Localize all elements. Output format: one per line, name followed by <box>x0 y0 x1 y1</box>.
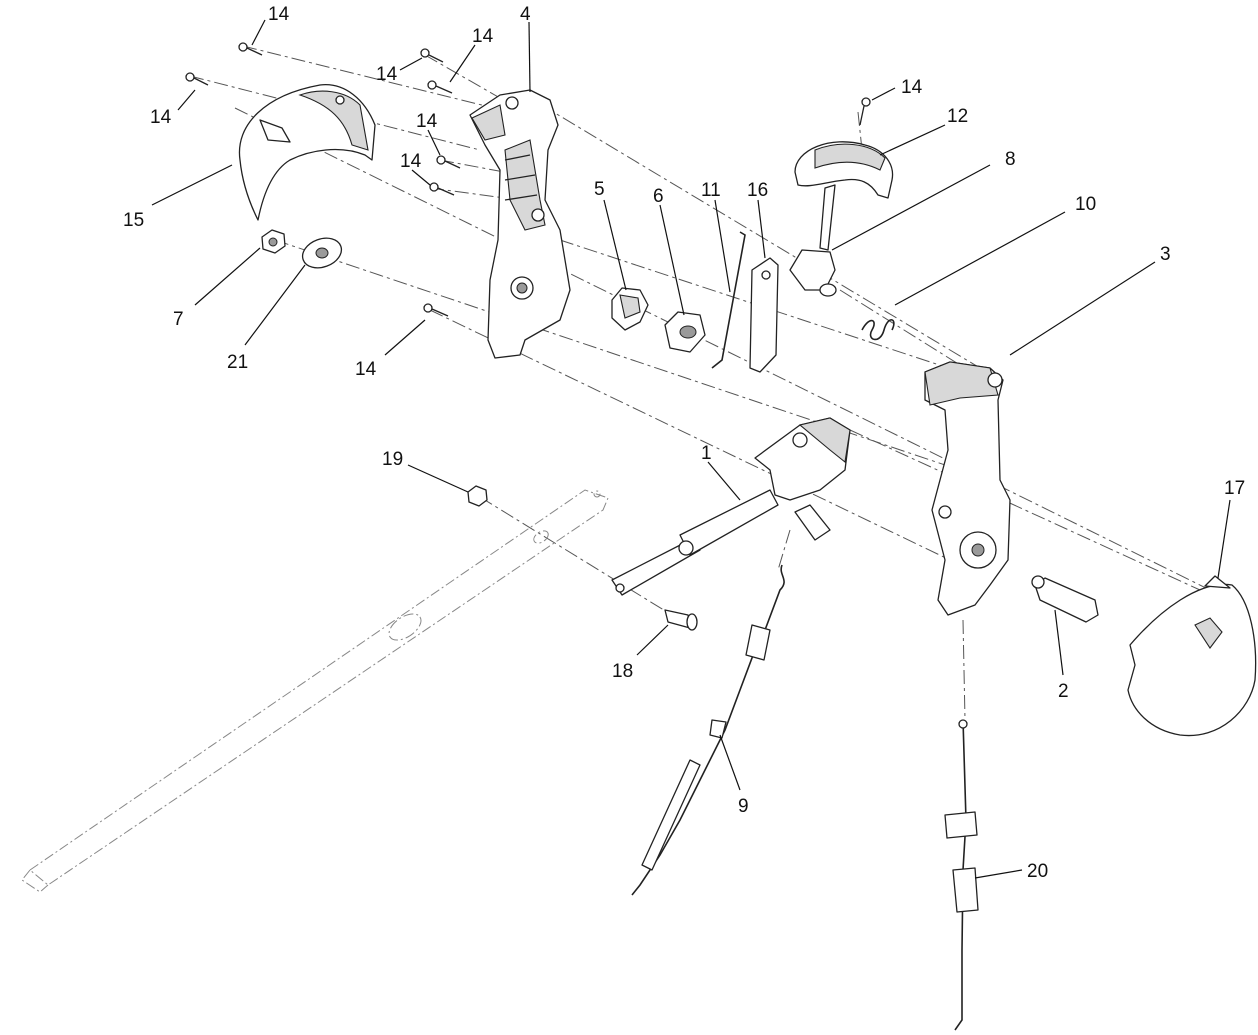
callout-14: 14 <box>416 111 438 132</box>
callout-9: 9 <box>738 796 749 817</box>
callout-labels: 14 4 14 14 14 14 14 14 12 8 10 15 5 6 11… <box>123 4 1245 882</box>
part-17-right-cover <box>1127 575 1257 737</box>
callout-8: 8 <box>1005 149 1016 170</box>
part-6-bushing <box>664 311 706 353</box>
part-20-cable <box>944 719 979 1031</box>
callout-11: 11 <box>701 180 721 201</box>
part-21-washer <box>301 237 343 269</box>
callout-3: 3 <box>1160 244 1171 265</box>
callout-18: 18 <box>612 661 633 682</box>
callout-20: 20 <box>1027 861 1048 882</box>
callout-17: 17 <box>1224 478 1245 499</box>
part-12-knob <box>794 141 894 251</box>
screw-6 <box>429 182 455 196</box>
callout-14: 14 <box>268 4 290 25</box>
ghost-linkage-rod <box>21 489 609 893</box>
part-7-nut <box>261 229 286 254</box>
callout-2: 2 <box>1058 681 1069 702</box>
screw-2 <box>185 72 209 86</box>
part-18-pin <box>664 609 698 631</box>
screw-1 <box>238 42 263 56</box>
callout-14: 14 <box>376 64 398 85</box>
callout-15: 15 <box>123 210 144 231</box>
callout-14: 14 <box>150 107 172 128</box>
part-11-rod <box>711 231 746 369</box>
part-5-clip <box>611 287 649 331</box>
part-1-control-lever <box>611 417 851 596</box>
part-19-nut <box>467 485 488 507</box>
part-3-lever <box>924 361 1011 616</box>
callout-6: 6 <box>653 186 664 207</box>
callout-14: 14 <box>355 359 377 380</box>
callout-4: 4 <box>520 4 531 25</box>
callout-10: 10 <box>1075 194 1096 215</box>
callout-12: 12 <box>947 106 968 127</box>
part-16-plate <box>749 257 779 373</box>
callout-1: 1 <box>701 443 712 464</box>
part-15-left-cover <box>238 84 376 221</box>
part-2-pin <box>1031 575 1099 623</box>
callout-21: 21 <box>227 352 248 373</box>
leader-lines <box>151 19 1231 879</box>
screws-part-14 <box>185 42 871 317</box>
screw-4 <box>427 80 453 94</box>
callout-19: 19 <box>382 449 403 470</box>
callout-14: 14 <box>901 77 923 98</box>
part-8-clip <box>789 249 837 297</box>
callout-7: 7 <box>173 309 184 330</box>
screw-7 <box>423 303 449 317</box>
callout-14: 14 <box>400 151 422 172</box>
callout-16: 16 <box>747 180 768 201</box>
part-10-spring <box>861 319 895 341</box>
callout-5: 5 <box>594 179 605 200</box>
part-9-cable <box>631 564 785 896</box>
screw-5 <box>436 155 461 169</box>
callout-14: 14 <box>472 26 494 47</box>
screw-3 <box>420 48 444 63</box>
part-4-upper-housing <box>469 89 571 359</box>
screw-8 <box>859 97 871 126</box>
